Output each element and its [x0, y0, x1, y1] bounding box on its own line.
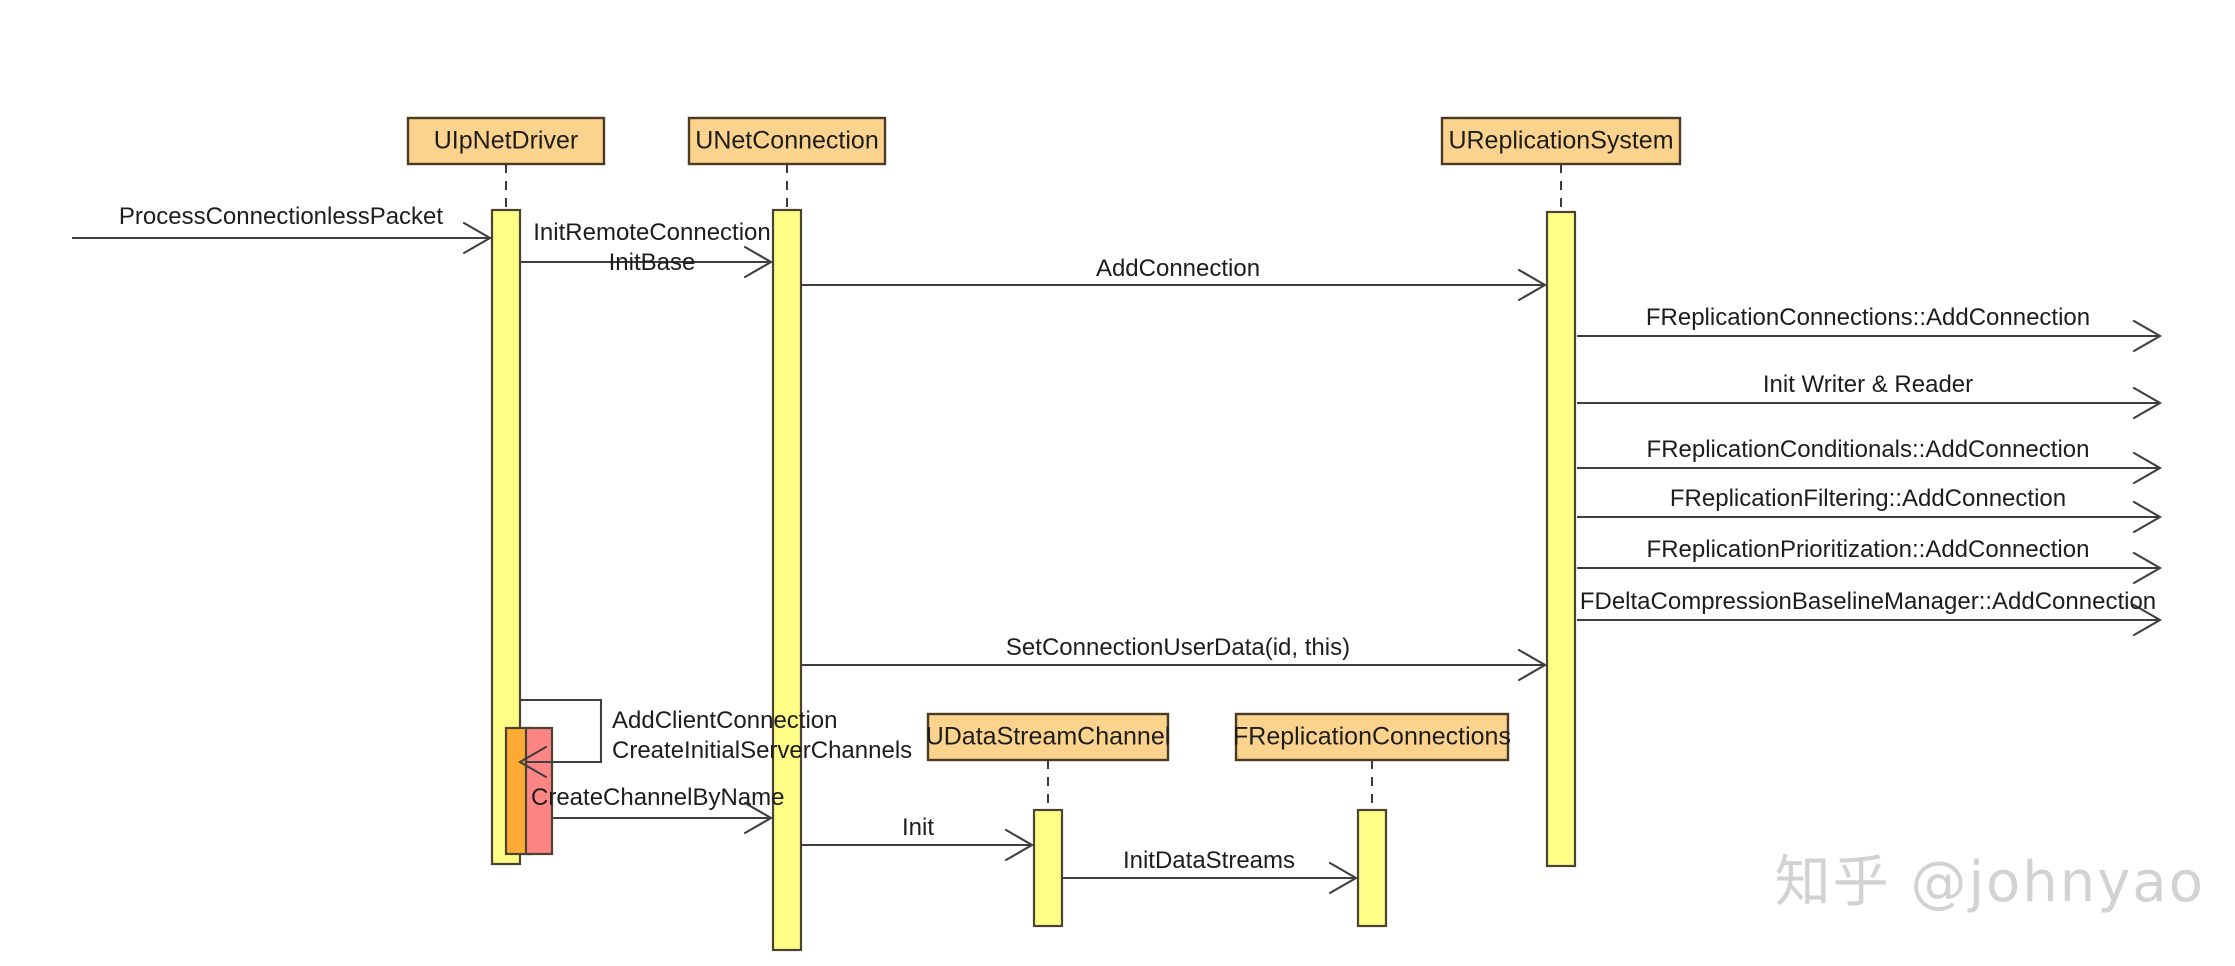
message-msg-process-connectionless-packet: ProcessConnectionlessPacket: [72, 203, 493, 255]
participant-label: FReplicationConnections: [1233, 723, 1511, 751]
message-label: InitRemoteConnection: [533, 219, 770, 246]
participant-box[interactable]: [926, 712, 1170, 762]
message-label: FReplicationPrioritization::AddConnectio…: [1647, 536, 2090, 563]
message-label: FDeltaCompressionBaselineManager::AddCon…: [1580, 588, 2156, 615]
message-label: Init Writer & Reader: [1763, 371, 1973, 398]
activation-bar-freplicationconnections: [1356, 808, 1388, 928]
messages-layer: ProcessConnectionlessPacketInitRemoteCon…: [72, 203, 2163, 895]
activation-bar-ureplicationsystem: [1545, 210, 1577, 868]
message-label: Init: [902, 814, 934, 841]
activation-bars-layer: [490, 208, 1577, 952]
message-label-line2: CreateInitialServerChannels: [612, 737, 912, 764]
message-label: AddClientConnection: [612, 707, 837, 734]
message-label: SetConnectionUserData(id, this): [1006, 634, 1350, 661]
participant-box[interactable]: [1234, 712, 1510, 762]
message-label: FReplicationConditionals::AddConnection: [1647, 436, 2090, 463]
participant-unetconnection[interactable]: UNetConnection: [687, 116, 887, 166]
activation-bar-unetconnection: [771, 208, 803, 952]
message-msg-freplicationconnections-addconnection: FReplicationConnections::AddConnection: [1577, 304, 2163, 353]
message-label: InitDataStreams: [1123, 847, 1295, 874]
message-label: FReplicationFiltering::AddConnection: [1670, 485, 2066, 512]
participant-label: UReplicationSystem: [1448, 127, 1673, 155]
message-msg-init-data-streams: InitDataStreams: [1062, 847, 1359, 895]
participant-box[interactable]: [687, 116, 887, 166]
participant-ureplicationsystem[interactable]: UReplicationSystem: [1440, 116, 1682, 166]
participant-box[interactable]: [1440, 116, 1682, 166]
message-msg-init: Init: [801, 814, 1035, 862]
activation-bar-udatastreamchannel: [1032, 808, 1064, 928]
participant-label: UDataStreamChannel: [926, 723, 1171, 751]
message-msg-fdeltacompressionbaselinemanager-addconnection: FDeltaCompressionBaselineManager::AddCon…: [1577, 588, 2163, 637]
watermark-text: 知乎 @johnyao: [1774, 850, 2205, 915]
message-msg-set-connection-user-data: SetConnectionUserData(id, this): [801, 634, 1548, 682]
message-label: CreateChannelByName: [531, 784, 784, 811]
participant-label: UIpNetDriver: [434, 127, 578, 155]
participant-label: UNetConnection: [695, 127, 878, 155]
message-msg-add-connection: AddConnection: [801, 255, 1548, 302]
message-msg-freplicationprioritization-addconnection: FReplicationPrioritization::AddConnectio…: [1577, 536, 2163, 585]
activation-bar-uipnetdriver: [524, 726, 554, 856]
message-msg-add-client-connection-self: AddClientConnectionCreateInitialServerCh…: [517, 698, 912, 779]
participant-headers-layer: UIpNetDriver UNetConnection UReplicationSy…: [406, 116, 1682, 762]
participant-uipnetdriver[interactable]: UIpNetDriver: [406, 116, 606, 166]
message-msg-create-channel-by-name: CreateChannelByName: [531, 784, 784, 835]
message-label-line2: InitBase: [609, 249, 696, 276]
participant-box[interactable]: [406, 116, 606, 166]
message-label: FReplicationConnections::AddConnection: [1646, 304, 2090, 331]
message-label: AddConnection: [1096, 255, 1260, 282]
message-msg-init-writer-reader: Init Writer & Reader: [1577, 371, 2163, 420]
message-msg-freplicationfiltering-addconnection: FReplicationFiltering::AddConnection: [1577, 485, 2163, 534]
message-msg-freplicationconditionals-addconnection: FReplicationConditionals::AddConnection: [1577, 436, 2163, 485]
message-label: ProcessConnectionlessPacket: [119, 203, 443, 230]
participant-udatastreamchannel[interactable]: UDataStreamChannel: [926, 712, 1171, 762]
participant-freplicationconnections[interactable]: FReplicationConnections: [1233, 712, 1511, 762]
